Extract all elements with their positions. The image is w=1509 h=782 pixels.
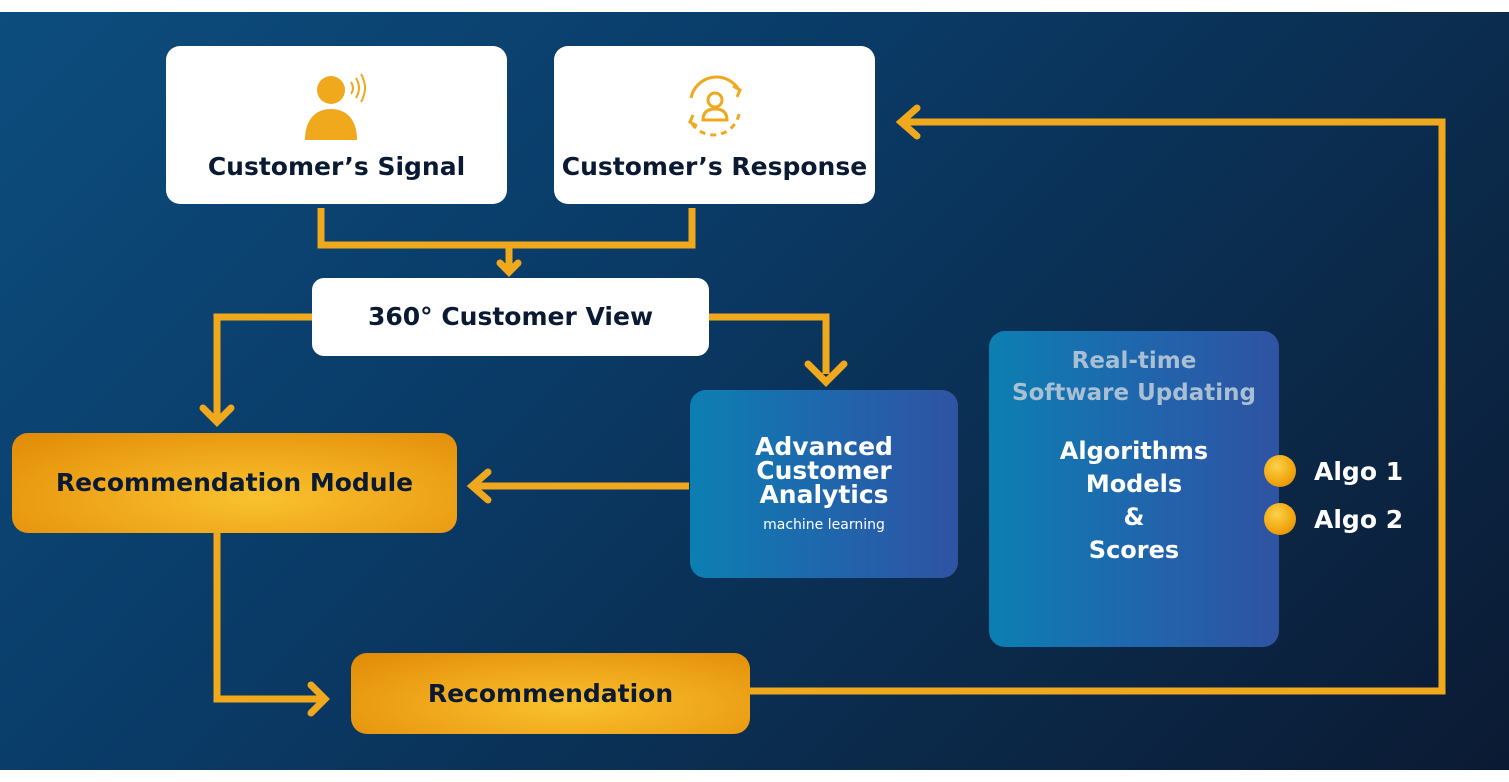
connector-signal-down bbox=[317, 208, 696, 249]
customer-signal-label: Customer’s Signal bbox=[207, 152, 466, 181]
analytics-title-line: Customer bbox=[756, 456, 892, 485]
person-cycle-icon bbox=[687, 75, 742, 137]
connector-lines bbox=[199, 104, 1446, 717]
realtime-body-line: & bbox=[1123, 503, 1145, 531]
person-speaking-icon bbox=[304, 73, 366, 140]
analytics-title-line: Analytics bbox=[759, 480, 889, 509]
connector-module-to-recommendation bbox=[213, 533, 323, 703]
analytics-title-line: Advanced bbox=[755, 432, 893, 461]
realtime-title-line: Real-time bbox=[1071, 348, 1197, 374]
customer-signal-box: Customer’s Signal bbox=[166, 46, 507, 204]
customer-360-view-box: 360° Customer View bbox=[312, 278, 709, 356]
advanced-analytics-box: Advanced Customer Analytics machine lear… bbox=[690, 390, 958, 578]
realtime-body: Algorithms Models & Scores bbox=[1060, 435, 1208, 567]
algo-bullet-icon bbox=[1264, 455, 1296, 487]
analytics-subtitle: machine learning bbox=[763, 517, 885, 533]
recommendation-module-label: Recommendation Module bbox=[55, 468, 414, 497]
recommendation-module-box: Recommendation Module bbox=[12, 433, 457, 533]
recommendation-label: Recommendation bbox=[427, 678, 674, 708]
algo-item: Algo 1 bbox=[1264, 455, 1403, 487]
algo-item: Algo 2 bbox=[1264, 503, 1403, 535]
realtime-body-line: Models bbox=[1085, 470, 1183, 498]
realtime-title-line: Software Updating bbox=[1012, 380, 1256, 406]
arrowhead-module bbox=[199, 404, 235, 427]
realtime-body-line: Scores bbox=[1088, 536, 1180, 564]
realtime-updating-box: Real-time Software Updating Algorithms M… bbox=[989, 331, 1279, 647]
customer-response-box: Customer’s Response bbox=[554, 46, 875, 204]
arrowhead-merge bbox=[496, 259, 522, 277]
algo-bullet-icon bbox=[1264, 503, 1296, 535]
arrowhead-module-left bbox=[466, 468, 492, 504]
algo-label: Algo 1 bbox=[1314, 456, 1404, 486]
customer-response-label: Customer’s Response bbox=[561, 152, 868, 181]
algo-label: Algo 2 bbox=[1314, 504, 1404, 534]
arrowhead-analytics bbox=[804, 360, 848, 387]
realtime-body-line: Algorithms bbox=[1059, 437, 1209, 465]
connector-view-to-module bbox=[213, 313, 313, 420]
diagram-canvas: Customer’s Signal Customer’s Response 36… bbox=[0, 12, 1509, 770]
recommendation-box: Recommendation bbox=[351, 653, 750, 734]
arrowhead-response bbox=[895, 104, 921, 140]
arrowhead-recommendation bbox=[307, 681, 330, 717]
connector-feedback-loop bbox=[750, 118, 1446, 695]
connector-view-to-analytics bbox=[708, 313, 830, 374]
customer-360-view-label: 360° Customer View bbox=[367, 302, 654, 331]
